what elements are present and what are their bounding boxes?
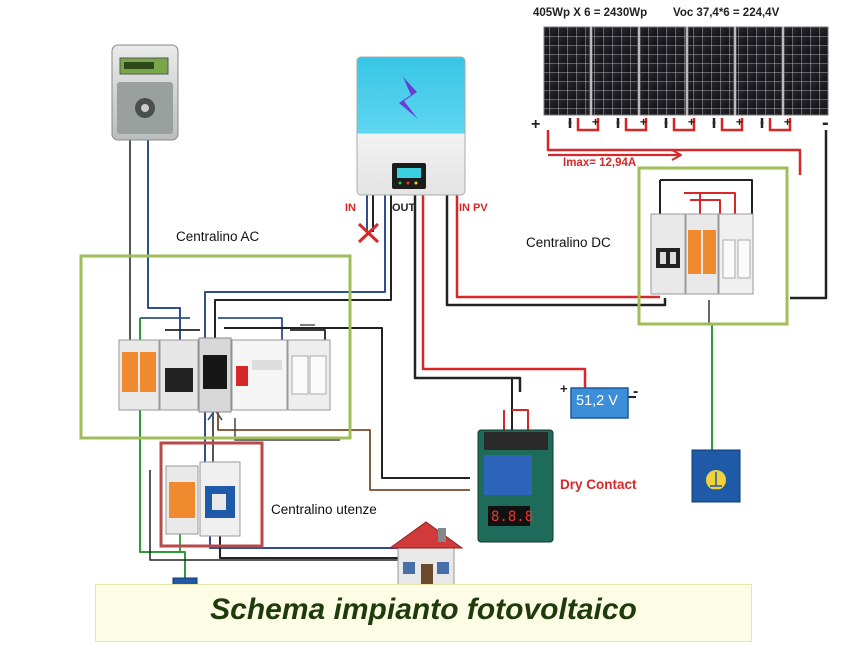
solar-panel-icon — [543, 26, 829, 116]
panel-terminal-plus: + — [688, 115, 695, 129]
panel-terminal-plus: + — [592, 115, 599, 129]
ac-devices — [118, 337, 331, 413]
transfer-switch-icon — [231, 339, 288, 411]
centralino-ac-box — [79, 254, 352, 440]
inverter-in-label: IN — [345, 202, 356, 214]
fuse-holder-icon — [287, 339, 331, 411]
panel-terminal-plus: + — [784, 115, 791, 129]
fuse-holder-icon — [718, 213, 754, 295]
panel-terminal-minus: - — [616, 115, 620, 129]
title-banner: Schema impianto fotovoltaico — [95, 584, 752, 642]
surge-protector-icon — [165, 465, 199, 535]
breaker-icon — [199, 461, 241, 537]
battery-voltage-label: 51,2 V — [576, 393, 618, 409]
relay-board-icon: 8.8.8 — [477, 429, 554, 543]
panel-terminal-plus: + — [736, 115, 743, 129]
panel-voc-spec: Voc 37,4*6 = 224,4V — [673, 7, 780, 19]
energy-meter-icon — [111, 44, 179, 141]
breaker-icon — [650, 213, 686, 295]
solar-panel-array — [543, 26, 829, 132]
user-devices — [165, 461, 241, 537]
centralino-utenze-box — [159, 441, 264, 548]
inverter-in-pv-label: IN PV — [459, 202, 488, 214]
dry-contact-label: Dry Contact — [560, 477, 637, 492]
surge-protector-icon — [118, 339, 160, 411]
centralino-ac-label: Centralino AC — [176, 229, 260, 244]
inverter-icon — [356, 56, 466, 196]
panel-terminal-minus: - — [712, 115, 716, 129]
battery-icon — [570, 387, 629, 419]
battery-minus-label: - — [633, 383, 639, 400]
panel-power-spec: 405Wp X 6 = 2430Wp — [533, 7, 648, 19]
centralino-dc-box — [637, 166, 789, 326]
pv-minus-label: - — [822, 112, 829, 134]
contactor-icon — [198, 337, 232, 413]
panel-terminal-plus: + — [640, 115, 647, 129]
panel-terminal-minus: - — [760, 115, 764, 129]
surge-protector-icon — [685, 213, 719, 295]
dc-devices — [650, 213, 754, 295]
panel-terminal-minus: - — [664, 115, 668, 129]
imax-label: Imax= 12,94A — [563, 157, 637, 169]
inverter-out-label: OUT — [392, 202, 416, 214]
house-icon — [388, 521, 464, 590]
centralino-utenze-label: Centralino utenze — [271, 502, 377, 517]
pv-plus-label: + — [531, 116, 541, 133]
breaker-icon — [159, 339, 199, 411]
earth-sign-icon — [691, 449, 741, 503]
centralino-dc-label: Centralino DC — [526, 235, 611, 250]
panel-terminal-minus: - — [568, 115, 572, 129]
page-title: Schema impianto fotovoltaico — [210, 593, 637, 626]
cross-mark-icon — [357, 222, 380, 244]
battery-plus-label: + — [560, 381, 568, 396]
svg-text:8.8.8: 8.8.8 — [491, 509, 533, 525]
